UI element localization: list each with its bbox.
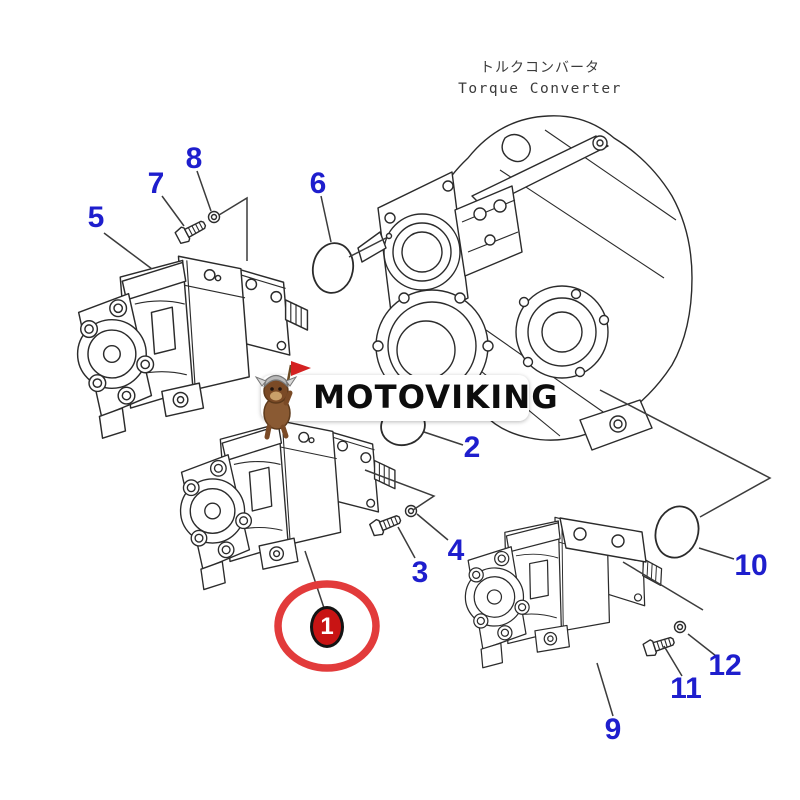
bolt-item7 [173, 216, 209, 246]
bolt-item11 [641, 632, 677, 659]
callout-12: 12 [708, 649, 742, 682]
viking-bear-mascot-icon [254, 361, 311, 440]
o-ring-item6 [311, 242, 355, 294]
callout-10: 10 [734, 549, 768, 582]
callout-3: 3 [411, 556, 429, 589]
watermark-logo: MOTOVIKING [254, 361, 558, 440]
o-ring-item10 [654, 505, 700, 559]
title-japanese: トルクコンバータ [480, 60, 600, 76]
pump-item9-drawing [461, 512, 665, 678]
callout-6: 6 [309, 167, 327, 200]
washer-item12 [673, 620, 687, 634]
callout-7: 7 [147, 167, 165, 200]
leader-lines [103, 170, 772, 717]
highlight-ring [274, 580, 380, 672]
pump-item1-drawing [179, 419, 396, 591]
diagram-title: トルクコンバータ Torque Converter [440, 57, 640, 97]
callout-11: 11 [670, 672, 702, 705]
watermark-text: MOTOVIKING [313, 379, 559, 417]
callout-1-badge: 1 [310, 606, 344, 648]
callout-9: 9 [604, 713, 622, 746]
washer-item4 [404, 504, 418, 518]
torque-converter-drawing [357, 115, 693, 451]
callout-8: 8 [185, 142, 203, 175]
washer-item8 [207, 210, 221, 224]
title-english: Torque Converter [458, 81, 622, 97]
callout-5: 5 [87, 201, 105, 234]
callout-2: 2 [463, 431, 481, 464]
callout-4: 4 [447, 534, 465, 567]
bolt-item3 [368, 510, 404, 539]
